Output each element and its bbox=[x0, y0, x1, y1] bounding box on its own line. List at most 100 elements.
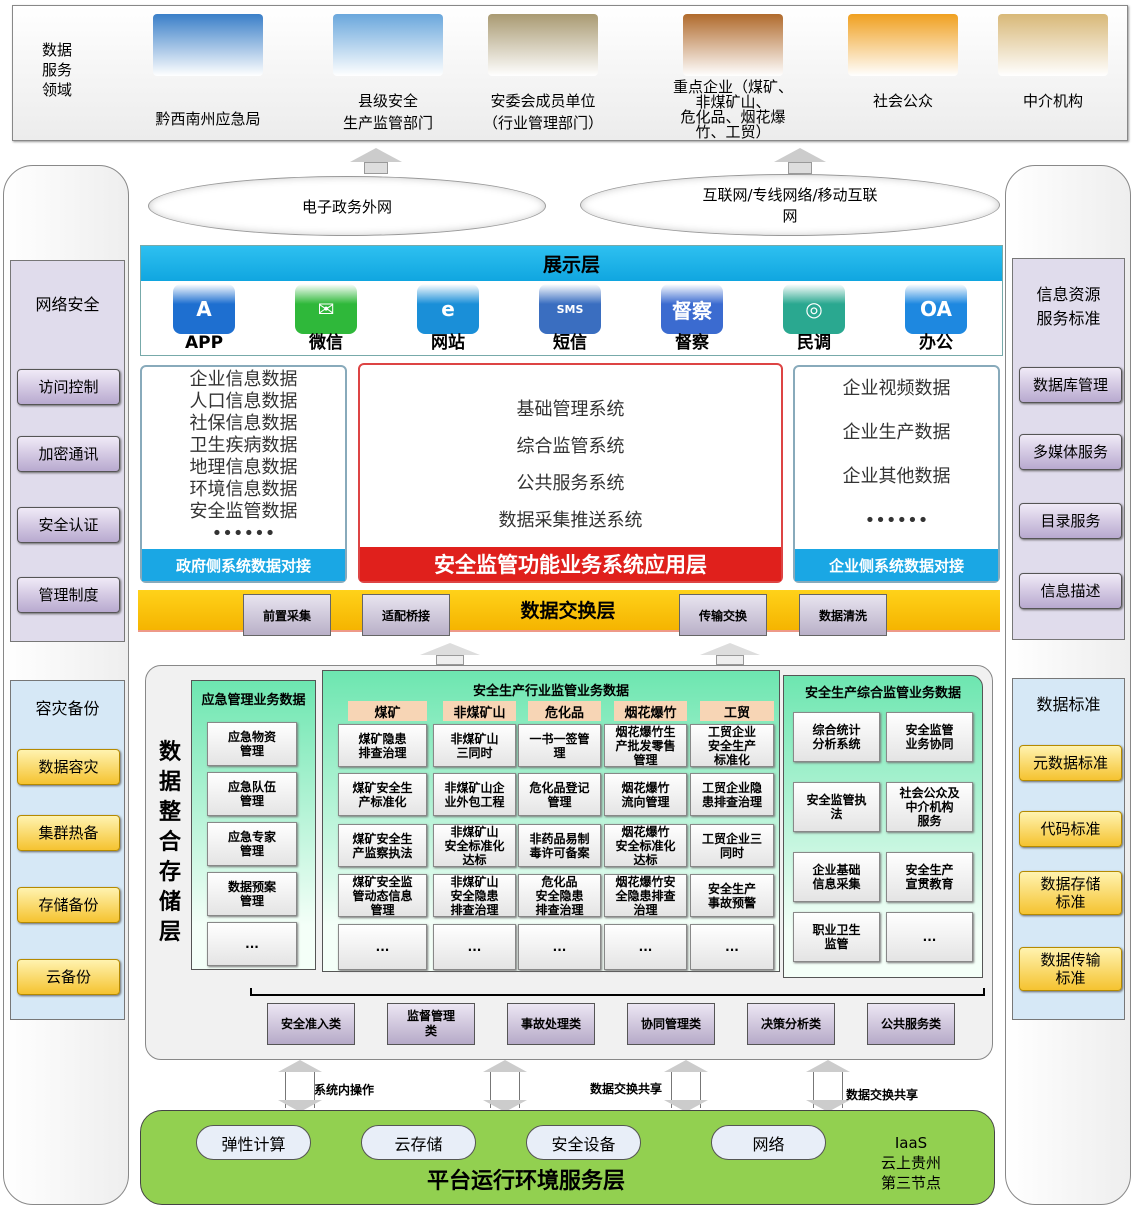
emergency-item[interactable]: ... bbox=[207, 922, 297, 966]
arrow-head-icon bbox=[664, 1060, 708, 1072]
industry-item[interactable]: 非煤矿山 安全隐患 排查治理 bbox=[433, 874, 516, 917]
side-button[interactable]: 目录服务 bbox=[1019, 503, 1122, 539]
industry-item[interactable]: 烟花爆竹安 全隐患排查 治理 bbox=[604, 874, 687, 917]
industry-item[interactable]: 煤矿安全监 管动态信息 管理 bbox=[338, 874, 427, 917]
industry-item[interactable]: 烟花爆竹 流向管理 bbox=[604, 773, 687, 816]
exchange-item[interactable]: 数据清洗 bbox=[799, 594, 887, 636]
entity-1: 县级安全 生产监管部门 bbox=[313, 14, 463, 134]
gov-data-item: 社保信息数据 bbox=[189, 413, 298, 434]
industry-item[interactable]: 危化品 安全隐患 排查治理 bbox=[518, 874, 601, 917]
comprehensive-item[interactable]: 安全生产 宣贯教育 bbox=[886, 852, 973, 902]
app-5[interactable]: ◎民调 bbox=[781, 284, 847, 352]
industry-item[interactable]: ... bbox=[518, 924, 601, 970]
side-button[interactable]: 元数据标准 bbox=[1019, 745, 1122, 781]
comprehensive-item[interactable]: 综合统计 分析系统 bbox=[793, 712, 880, 762]
industry-item[interactable]: 煤矿安全生 产监察执法 bbox=[338, 824, 427, 867]
industry-item[interactable]: 危化品登记 管理 bbox=[518, 773, 601, 816]
exchange-item[interactable]: 传输交换 bbox=[679, 594, 767, 636]
comprehensive-item[interactable]: ... bbox=[886, 912, 973, 962]
app-system-item[interactable]: 数据采集推送系统 bbox=[498, 510, 643, 531]
emergency-item[interactable]: 数据预案 管理 bbox=[207, 872, 297, 916]
comprehensive-item[interactable]: 企业基础 信息采集 bbox=[793, 852, 880, 902]
side-button[interactable]: 信息描述 bbox=[1019, 573, 1122, 609]
side-button[interactable]: 数据传输 标准 bbox=[1019, 947, 1122, 991]
industry-item[interactable]: 工贸企业三 同时 bbox=[690, 824, 774, 867]
民调-icon: ◎ bbox=[783, 284, 845, 334]
category-button[interactable]: 监督管理 类 bbox=[387, 1003, 475, 1045]
side-button[interactable]: 加密通讯 bbox=[17, 436, 120, 472]
entity-illustration-icon bbox=[333, 14, 443, 76]
bracket-divider bbox=[250, 988, 985, 996]
comprehensive-item[interactable]: 社会公众及 中介机构 服务 bbox=[886, 782, 973, 832]
category-button[interactable]: 事故处理类 bbox=[507, 1003, 595, 1045]
industry-item[interactable]: ... bbox=[338, 924, 427, 970]
category-button[interactable]: 公共服务类 bbox=[867, 1003, 955, 1045]
disaster-backup-panel: 容灾备份 数据容灾集群热备存储备份云备份 bbox=[10, 680, 125, 1020]
side-button[interactable]: 数据容灾 bbox=[17, 749, 120, 785]
platform-service[interactable]: 网络 bbox=[711, 1125, 826, 1160]
industry-item[interactable]: 非煤矿山企 业外包工程 bbox=[433, 773, 516, 816]
comprehensive-item[interactable]: 职业卫生 监管 bbox=[793, 912, 880, 962]
platform-service[interactable]: 弹性计算 bbox=[196, 1125, 311, 1160]
industry-item[interactable]: ... bbox=[690, 924, 774, 970]
exchange-item[interactable]: 适配桥接 bbox=[362, 594, 450, 636]
side-button[interactable]: 代码标准 bbox=[1019, 811, 1122, 847]
platform-service[interactable]: 云存储 bbox=[361, 1125, 476, 1160]
side-button[interactable]: 多媒体服务 bbox=[1019, 434, 1122, 470]
side-button[interactable]: 访问控制 bbox=[17, 369, 120, 405]
comprehensive-item[interactable]: 安全监管 业务协同 bbox=[886, 712, 973, 762]
industry-item[interactable]: 非煤矿山 安全标准化 达标 bbox=[433, 824, 516, 867]
industry-item[interactable]: 工贸企业 安全生产 标准化 bbox=[690, 724, 774, 767]
category-button[interactable]: 安全准入类 bbox=[267, 1003, 355, 1045]
enterprise-data-footer: 企业侧系统数据对接 bbox=[795, 549, 998, 581]
industry-item[interactable]: 烟花爆竹生 产批发零售 管理 bbox=[604, 724, 687, 767]
app-system-item[interactable]: 基础管理系统 bbox=[516, 399, 625, 420]
app-1[interactable]: ✉微信 bbox=[293, 284, 359, 352]
industry-item[interactable]: 非药品易制 毒许可备案 bbox=[518, 824, 601, 867]
app-label: 督察 bbox=[675, 333, 709, 353]
enterprise-data-item: 企业视频数据 bbox=[842, 378, 951, 399]
app-label: APP bbox=[184, 333, 224, 353]
industry-item[interactable]: 煤矿隐患 排查治理 bbox=[338, 724, 427, 767]
category-button[interactable]: 协同管理类 bbox=[627, 1003, 715, 1045]
emergency-item[interactable]: 应急专家 管理 bbox=[207, 822, 297, 866]
side-button[interactable]: 云备份 bbox=[17, 959, 120, 995]
industry-item[interactable]: 一书一签管 理 bbox=[518, 724, 601, 767]
cloud-gov-extranet: 电子政务外网 bbox=[148, 176, 546, 236]
side-button[interactable]: 集群热备 bbox=[17, 815, 120, 851]
panel-title: 信息资源 服务标准 bbox=[1036, 285, 1101, 328]
category-button[interactable]: 决策分析类 bbox=[747, 1003, 835, 1045]
app-system-item[interactable]: 公共服务系统 bbox=[516, 473, 625, 494]
exchange-item[interactable]: 前置采集 bbox=[243, 594, 331, 636]
industry-item[interactable]: 煤矿安全生 产标准化 bbox=[338, 773, 427, 816]
network-security-panel: 网络安全 访问控制加密通讯安全认证管理制度 bbox=[10, 260, 125, 642]
industry-item[interactable]: 非煤矿山 三同时 bbox=[433, 724, 516, 767]
domain-label: 数据服务领域 bbox=[41, 41, 72, 99]
industry-item[interactable]: ... bbox=[433, 924, 516, 970]
app-4[interactable]: 督察督察 bbox=[659, 284, 725, 352]
side-button[interactable]: 安全认证 bbox=[17, 507, 120, 543]
side-button[interactable]: 管理制度 bbox=[17, 577, 120, 613]
platform-service[interactable]: 安全设备 bbox=[526, 1125, 641, 1160]
emergency-item[interactable]: 应急物资 管理 bbox=[207, 722, 297, 766]
side-button[interactable]: 数据库管理 bbox=[1019, 367, 1122, 403]
comprehensive-item[interactable]: 安全监管执 法 bbox=[793, 782, 880, 832]
entity-illustration-icon bbox=[153, 14, 263, 76]
industry-item[interactable]: 烟花爆竹 安全标准化 达标 bbox=[604, 824, 687, 867]
side-button[interactable]: 存储备份 bbox=[17, 887, 120, 923]
industry-item[interactable]: ... bbox=[604, 924, 687, 970]
entity-illustration-icon bbox=[848, 14, 958, 76]
entity-2: 安委会成员单位 （行业管理部门） bbox=[468, 14, 618, 134]
entity-label: 中介机构 bbox=[1022, 92, 1083, 110]
resource-standard-panel: 信息资源 服务标准 数据库管理多媒体服务目录服务信息描述 bbox=[1012, 258, 1125, 640]
industry-item[interactable]: 安全生产 事故预警 bbox=[690, 874, 774, 917]
side-button[interactable]: 数据存储 标准 bbox=[1019, 871, 1122, 915]
app-system-item[interactable]: 综合监管系统 bbox=[516, 436, 625, 457]
emergency-item[interactable]: 应急队伍 管理 bbox=[207, 772, 297, 816]
industry-item[interactable]: 工贸企业隐 患排查治理 bbox=[690, 773, 774, 816]
